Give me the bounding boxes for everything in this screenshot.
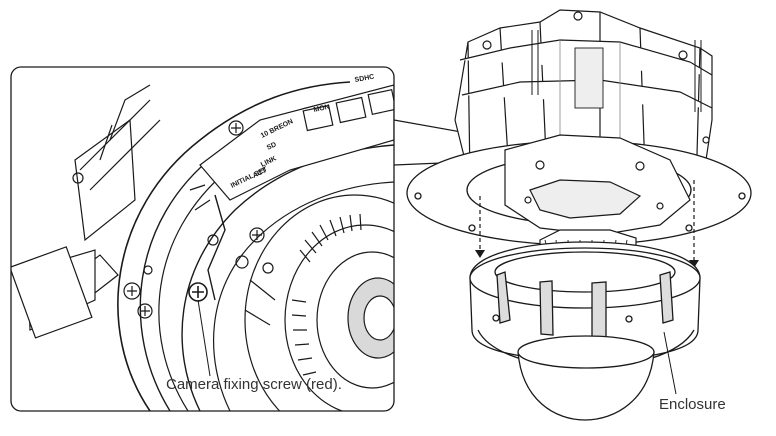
screw-leader-line xyxy=(197,299,211,377)
marking-sd: SD xyxy=(266,141,278,152)
enclosure-dome xyxy=(469,241,701,421)
arrow-heads xyxy=(475,250,699,268)
zoom-detail-view xyxy=(10,66,395,412)
enclosure-leader-line xyxy=(663,331,677,395)
marking-mon: MON xyxy=(313,104,330,114)
alignment-arrows xyxy=(479,180,695,260)
enclosure-label: Enclosure xyxy=(659,396,726,413)
marking-sdhc: SDHC xyxy=(354,74,375,84)
camera-fixing-screw-label: Camera fixing screw (red). xyxy=(166,376,342,393)
